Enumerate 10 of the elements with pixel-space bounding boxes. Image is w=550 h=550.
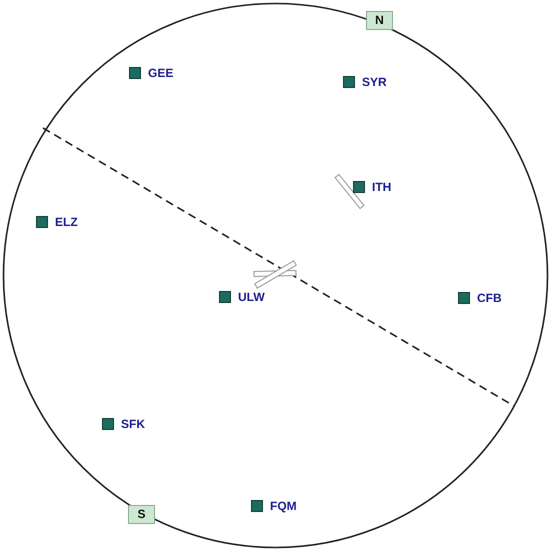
station-code: ITH	[372, 180, 392, 194]
compass-tag: N	[366, 11, 393, 30]
station-code: FQM	[270, 499, 297, 513]
station-code: SFK	[121, 417, 145, 431]
station-code: ELZ	[55, 215, 78, 229]
station-code: CFB	[477, 291, 502, 305]
compass-tag: S	[128, 505, 155, 524]
station-code: ULW	[238, 290, 265, 304]
station-code: GEE	[148, 66, 174, 80]
station-code: SYR	[362, 75, 387, 89]
